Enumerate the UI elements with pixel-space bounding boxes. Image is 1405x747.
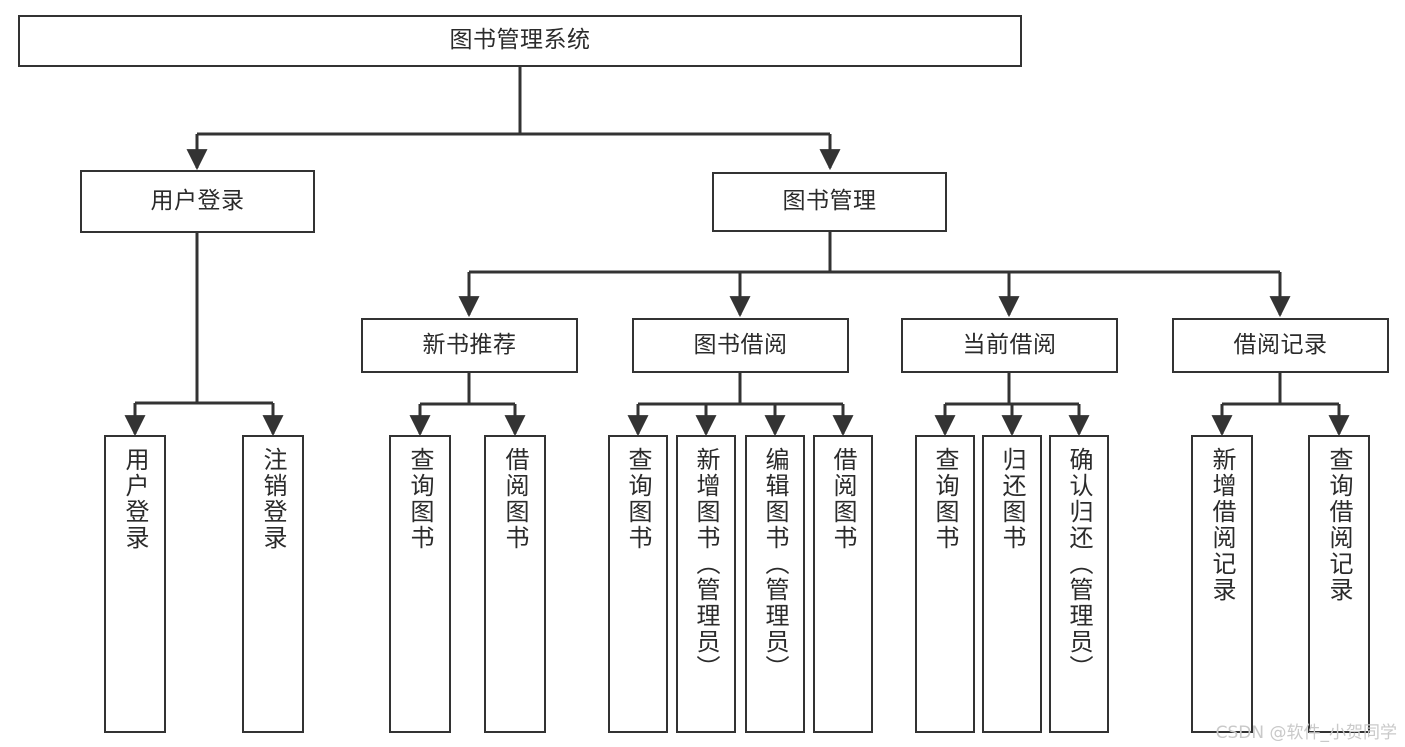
node-label: 图书管理 xyxy=(782,188,877,215)
node-label: 编辑图书（管理员） xyxy=(761,447,789,681)
node-label: 查询借阅记录 xyxy=(1325,447,1353,603)
node-label: 查询图书 xyxy=(624,447,652,551)
node-label: 用户登录 xyxy=(150,187,245,214)
node-current-borrow[interactable]: 当前借阅 xyxy=(901,318,1118,373)
leaf-recommend-borrow-book[interactable]: 借阅图书 xyxy=(484,435,546,733)
node-label: 确认归还（管理员） xyxy=(1065,447,1093,681)
node-label: 借阅记录 xyxy=(1233,331,1328,358)
leaf-user-login-logout[interactable]: 注销登录 xyxy=(242,435,304,733)
leaf-borrow-add-book-admin[interactable]: 新增图书（管理员） xyxy=(676,435,736,733)
node-user-login[interactable]: 用户登录 xyxy=(80,170,315,233)
node-label: 查询图书 xyxy=(931,447,959,551)
node-label: 图书借阅 xyxy=(693,331,788,358)
leaf-borrow-edit-book-admin[interactable]: 编辑图书（管理员） xyxy=(745,435,805,733)
node-label: 新书推荐 xyxy=(422,331,517,358)
leaf-current-query-book[interactable]: 查询图书 xyxy=(915,435,975,733)
node-label: 借阅图书 xyxy=(501,447,529,551)
leaf-current-confirm-return-admin[interactable]: 确认归还（管理员） xyxy=(1049,435,1109,733)
node-borrow-records[interactable]: 借阅记录 xyxy=(1172,318,1389,373)
node-label: 图书管理系统 xyxy=(449,27,591,54)
node-label: 归还图书 xyxy=(998,447,1026,551)
node-book-borrow[interactable]: 图书借阅 xyxy=(632,318,849,373)
node-label: 注销登录 xyxy=(259,447,287,551)
node-label: 用户登录 xyxy=(121,447,149,551)
csdn-watermark: CSDN @软件_小贺同学 xyxy=(1215,723,1397,743)
node-label: 新增图书（管理员） xyxy=(692,447,720,681)
node-new-book-recommend[interactable]: 新书推荐 xyxy=(361,318,578,373)
leaf-borrow-borrow-book[interactable]: 借阅图书 xyxy=(813,435,873,733)
leaf-records-add-record[interactable]: 新增借阅记录 xyxy=(1191,435,1253,733)
node-label: 查询图书 xyxy=(406,447,434,551)
node-root-system[interactable]: 图书管理系统 xyxy=(18,15,1022,67)
node-label: 借阅图书 xyxy=(829,447,857,551)
leaf-current-return-book[interactable]: 归还图书 xyxy=(982,435,1042,733)
node-label: 当前借阅 xyxy=(962,331,1057,358)
node-book-management[interactable]: 图书管理 xyxy=(712,172,947,232)
leaf-records-query-record[interactable]: 查询借阅记录 xyxy=(1308,435,1370,733)
leaf-borrow-query-book[interactable]: 查询图书 xyxy=(608,435,668,733)
node-label: 新增借阅记录 xyxy=(1208,447,1236,603)
leaf-user-login-login[interactable]: 用户登录 xyxy=(104,435,166,733)
leaf-recommend-query-book[interactable]: 查询图书 xyxy=(389,435,451,733)
